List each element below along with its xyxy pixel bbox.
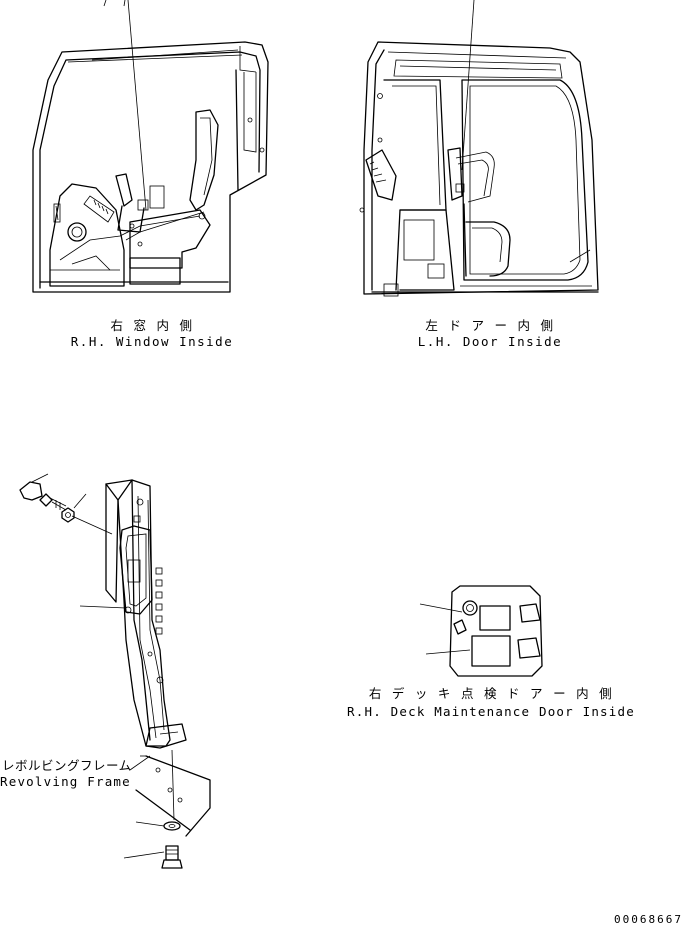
deck-door-drawing [419,585,543,677]
bracket-assembly-drawing [19,473,211,869]
rh-window-label-en: R.H. Window Inside [70,334,234,349]
lh-door-label-en: L.H. Door Inside [417,334,563,349]
lh-door-label-ja: 左 ド ア ー 内 側 [425,318,555,333]
fastener-ladder [155,567,163,635]
revolving-frame-label-ja: レボルビングフレーム [2,758,132,773]
rh-window-cab-drawing [32,0,269,293]
rh-deck-label-ja: 右 デ ッ キ 点 検 ド ア ー 内 側 [368,686,614,701]
drawing-number: 00068667 [614,913,683,926]
rh-window-label-ja: 右 窓 内 側 [110,318,194,333]
rh-deck-label-en: R.H. Deck Maintenance Door Inside [347,704,635,719]
revolving-frame-label-en: Revolving Frame [0,774,131,789]
lh-door-cab-drawing [359,0,599,297]
